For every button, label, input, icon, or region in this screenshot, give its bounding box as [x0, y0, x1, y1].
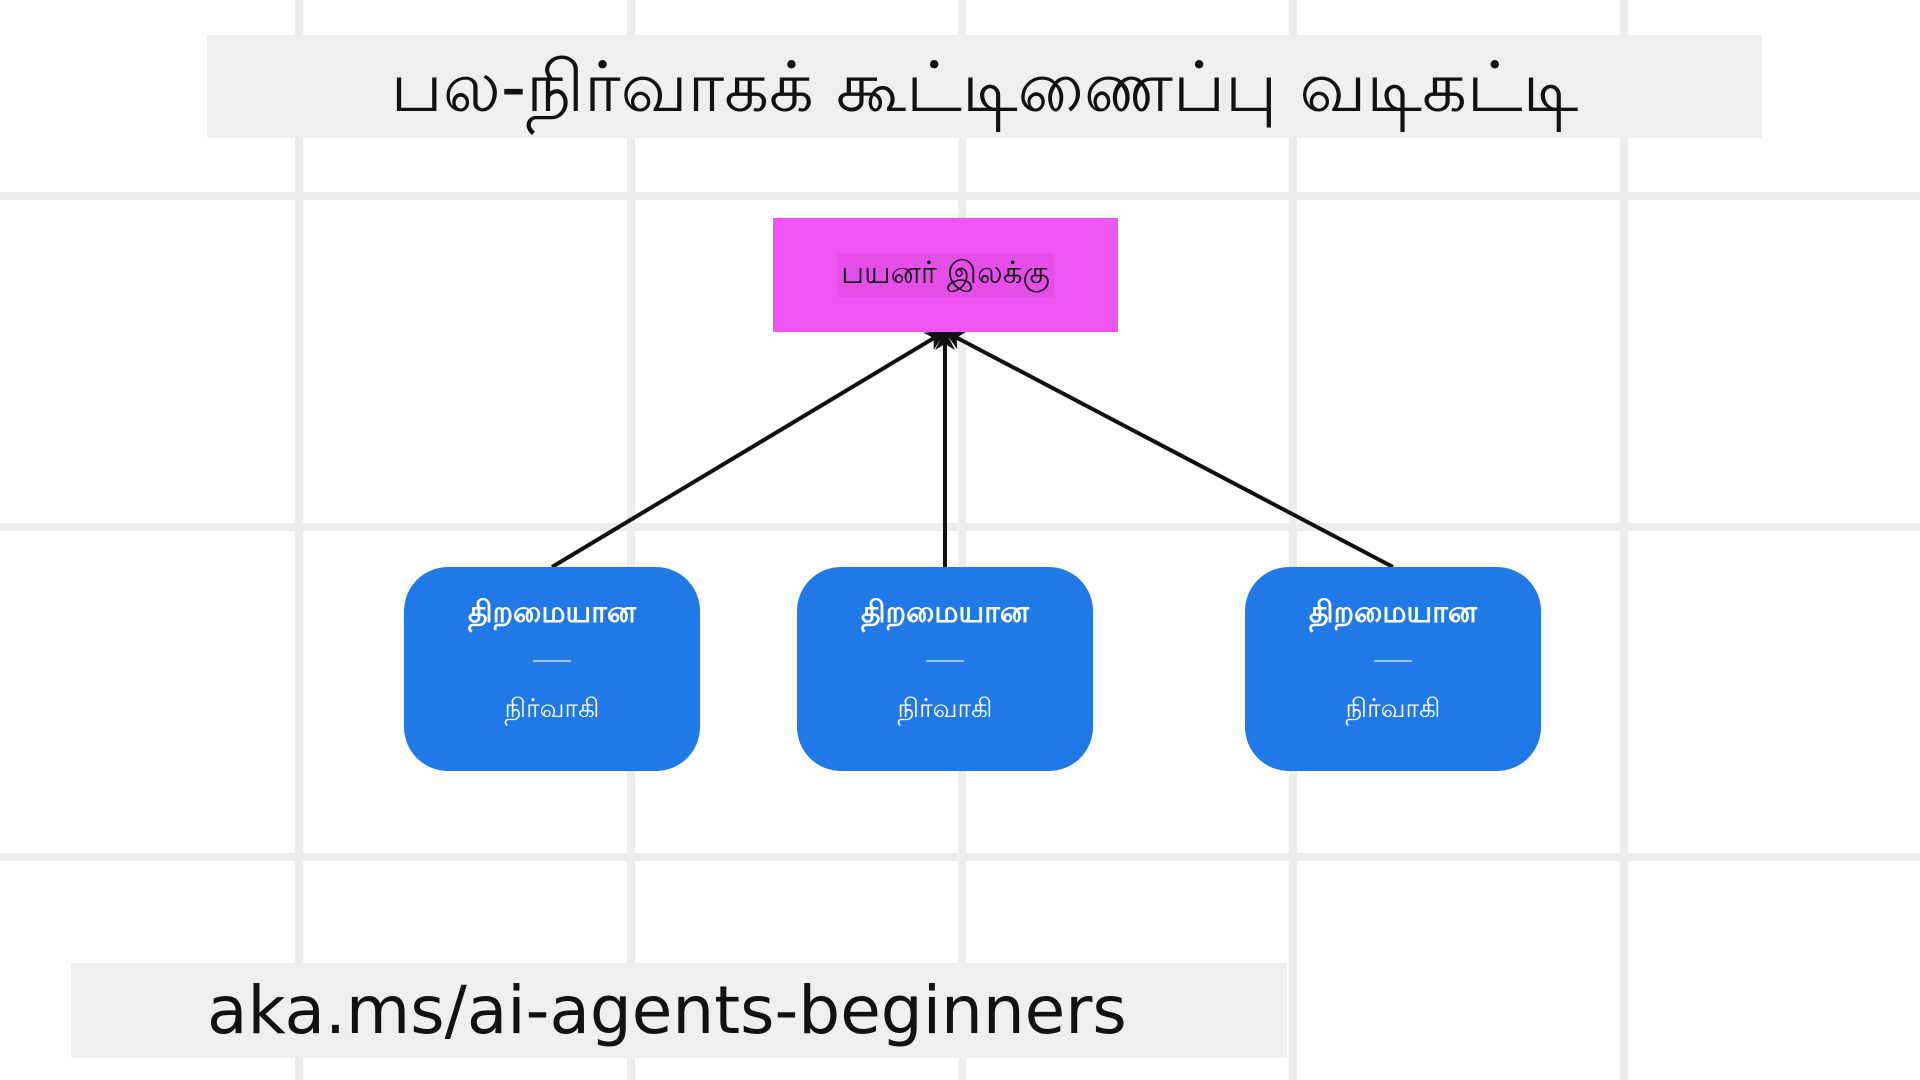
- grid-line: [0, 853, 1920, 861]
- arrow-agent-3-to-goal: [944, 330, 1394, 569]
- agent-3-role: நிர்வாகி: [1345, 694, 1441, 724]
- agent-node-1: திறமையான நிர்வாகி: [404, 567, 700, 771]
- user-goal-label: பயனர் இலக்கு: [837, 253, 1054, 297]
- footer-banner: aka.ms/ai-agents-beginners: [71, 963, 1287, 1058]
- grid-line: [0, 192, 1920, 200]
- diagram-title: பல-நிர்வாகக் கூட்டிணைப்பு வடிகட்டி: [390, 45, 1579, 128]
- agent-1-divider: [533, 660, 571, 662]
- user-goal-node: பயனர் இலக்கு: [773, 218, 1118, 332]
- grid-line: [627, 0, 635, 1080]
- arrow-agent-1-to-goal: [550, 330, 946, 569]
- agent-3-divider: [1374, 660, 1412, 662]
- grid-line: [0, 523, 1920, 531]
- title-banner: பல-நிர்வாகக் கூட்டிணைப்பு வடிகட்டி: [207, 35, 1762, 138]
- agent-1-title: திறமையான: [467, 595, 637, 630]
- footer-url[interactable]: aka.ms/ai-agents-beginners: [207, 972, 1127, 1049]
- grid-line: [1289, 0, 1297, 1080]
- grid-line: [295, 0, 303, 1080]
- agent-3-title: திறமையான: [1308, 595, 1478, 630]
- agent-node-3: திறமையான நிர்வாகி: [1245, 567, 1541, 771]
- agent-2-role: நிர்வாகி: [897, 694, 993, 724]
- grid-line: [1620, 0, 1628, 1080]
- agent-2-title: திறமையான: [860, 595, 1030, 630]
- grid-line: [958, 0, 966, 1080]
- agent-1-role: நிர்வாகி: [504, 694, 600, 724]
- agent-2-divider: [926, 660, 964, 662]
- agent-node-2: திறமையான நிர்வாகி: [797, 567, 1093, 771]
